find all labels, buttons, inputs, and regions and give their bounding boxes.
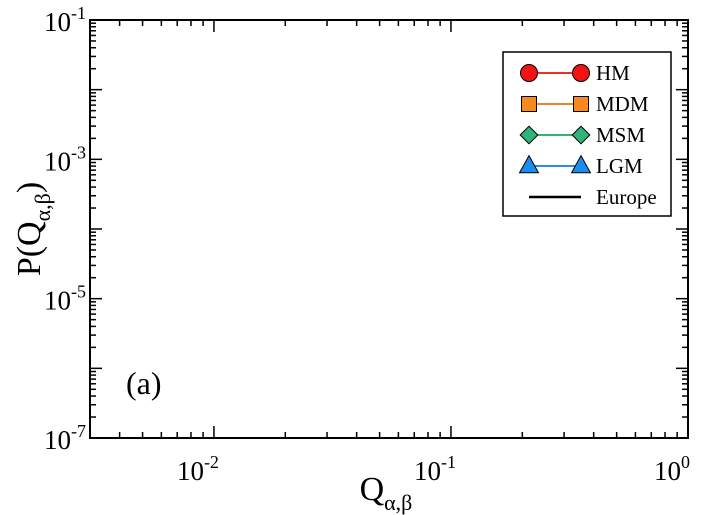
legend-label: MSM: [596, 123, 645, 147]
legend-marker: [571, 125, 591, 145]
x-tick-label: 10-2: [177, 452, 219, 486]
x-axis-label: Qα,β: [360, 471, 413, 515]
legend-marker: [520, 64, 538, 82]
legend-item-europe: Europe: [529, 185, 657, 209]
y-axis-label: P(Qα,β): [11, 182, 55, 276]
y-tick-label: 10-1: [44, 3, 86, 37]
panel-label: (a): [126, 365, 162, 401]
legend-marker: [521, 96, 537, 112]
legend-label: Europe: [596, 185, 657, 209]
legend: HM MDM MSM LGM Europe: [502, 51, 672, 217]
legend-item-mdm: MDM: [521, 92, 649, 116]
legend-item-hm: HM: [520, 61, 630, 85]
y-tick-label: 10-3: [44, 142, 86, 176]
y-tick-label: 10-7: [44, 421, 86, 455]
legend-marker: [518, 154, 540, 174]
y-tick-label: 10-5: [44, 282, 86, 316]
legend-label: LGM: [596, 154, 643, 178]
legend-item-lgm: LGM: [518, 154, 643, 178]
legend-marker: [573, 96, 589, 112]
legend-marker: [519, 125, 539, 145]
x-tick-label: 100: [654, 452, 690, 486]
legend-marker: [572, 64, 590, 82]
legend-label: MDM: [596, 92, 649, 116]
legend-marker: [570, 154, 592, 174]
legend-item-msm: MSM: [519, 123, 645, 147]
x-tick-label: 10-1: [414, 452, 456, 486]
legend-label: HM: [596, 61, 630, 85]
